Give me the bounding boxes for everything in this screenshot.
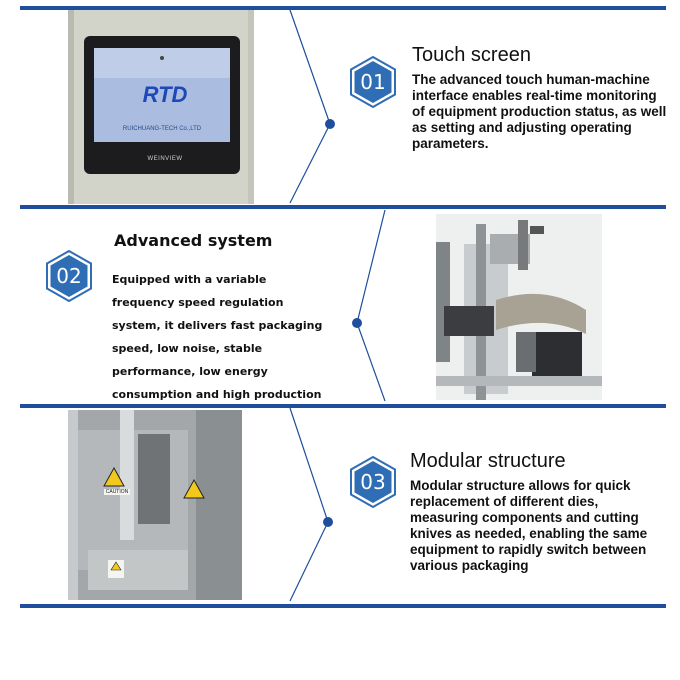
- connector-line-1: [289, 9, 331, 204]
- screen-brand: WEINVIEW: [147, 156, 183, 162]
- section-description-3: Modular structure allows for quick repla…: [410, 478, 648, 573]
- section-number-badge-2: 02: [46, 250, 92, 302]
- connector-dot-2: [352, 318, 362, 328]
- screen-company: RUICHUANG-TECH Co.,LTD: [122, 126, 202, 132]
- section-title-2: Advanced system: [114, 231, 273, 250]
- connector-line-2: [356, 209, 386, 402]
- section-title-3: Modular structure: [410, 450, 566, 472]
- connector-line-3: [289, 407, 329, 602]
- touch-screen-illustration: [68, 10, 254, 204]
- section-number-badge-3: 03: [350, 456, 396, 508]
- connector-dot-1: [325, 119, 335, 129]
- section-description-1: The advanced touch human-machine interfa…: [412, 72, 667, 151]
- section-number-2: 02: [56, 264, 82, 288]
- modular-structure-photo: CAUTION: [68, 410, 242, 600]
- section-description-2: Equipped with a variable frequency speed…: [112, 273, 323, 424]
- screen-logo: RTD: [142, 82, 188, 107]
- modular-structure-illustration: [68, 410, 242, 600]
- touch-screen-photo: RTD RUICHUANG-TECH Co.,LTD WEINVIEW: [68, 10, 254, 204]
- divider-2: [20, 404, 666, 408]
- divider-1: [20, 205, 666, 209]
- caution-label: CAUTION: [104, 489, 130, 495]
- section-number-badge-1: 01: [350, 56, 396, 108]
- drive-system-illustration: [436, 214, 602, 400]
- section-title-1: Touch screen: [412, 44, 531, 66]
- section-number-3: 03: [360, 470, 386, 494]
- connector-dot-3: [323, 517, 333, 527]
- section-number-1: 01: [360, 70, 386, 94]
- bottom-divider: [20, 604, 666, 608]
- drive-system-photo: [436, 214, 602, 400]
- top-divider: [20, 6, 666, 10]
